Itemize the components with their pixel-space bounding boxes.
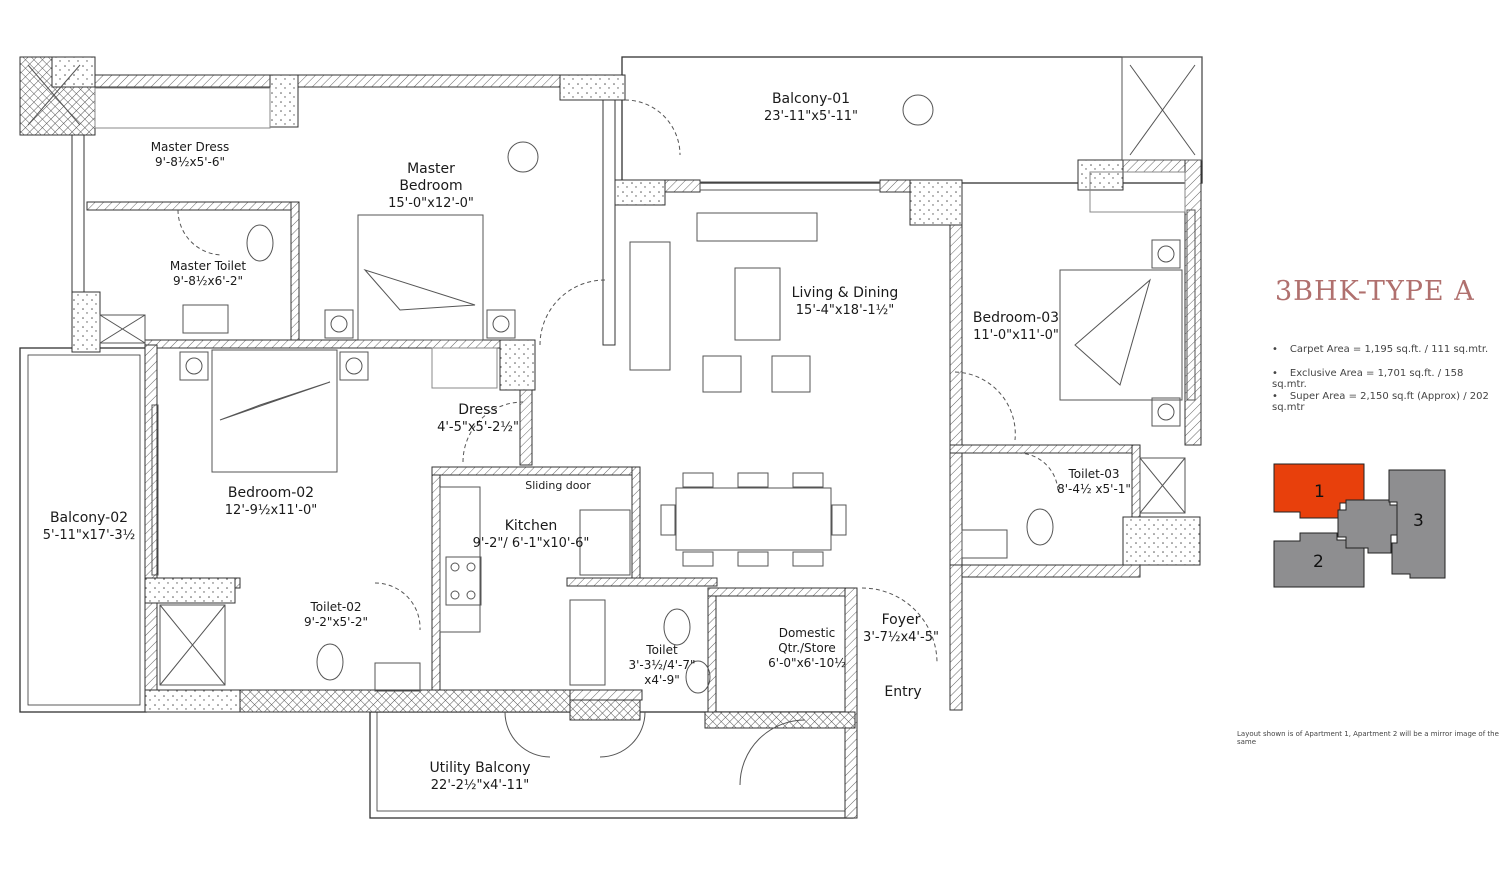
label-utility-balcony: Utility Balcony 22'-2½"x4'-11" (429, 760, 530, 794)
room-dim: 5'-11"x17'-3½ (42, 528, 136, 543)
room-name: Utility Balcony (429, 760, 531, 776)
room-dim: 9'-2"/ 6'-1"x10'-6" (472, 536, 590, 551)
key-plan-label-3: 3 (1413, 511, 1424, 531)
layout-note: Layout shown is of Apartment 1, Apartmen… (1237, 730, 1499, 746)
room-name: Toilet-02 (310, 600, 362, 614)
room-dim: x4'-9" (644, 673, 680, 687)
label-balcony-01: Balcony-01 23'-11"x5'-11" (764, 91, 858, 125)
room-dim: 23'-11"x5'-11" (763, 109, 859, 124)
label-entry: Entry (884, 684, 921, 701)
room-name: Qtr./Store (778, 641, 836, 655)
room-name: Toilet-03 (1068, 467, 1120, 481)
room-name: Living & Dining (791, 285, 899, 301)
key-plan-unit-2 (1273, 532, 1365, 588)
entry-text: Entry (884, 684, 922, 700)
room-dim: 9'-8½x5'-6" (154, 155, 226, 169)
label-balcony-02: Balcony-02 5'-11"x17'-3½ (43, 510, 135, 544)
label-foyer: Foyer 3'-7½x4'-5" (863, 612, 939, 646)
room-name: Bedroom-02 (227, 485, 315, 501)
super-area: Super Area = 2,150 sq.ft (Approx) / 202 … (1272, 391, 1500, 415)
room-name: Master Dress (150, 140, 230, 154)
room-dim: 9'-2"x5'-2" (304, 615, 368, 629)
area-list: Carpet Area = 1,195 sq.ft. / 111 sq.mtr.… (1272, 344, 1500, 415)
room-dim: 9'-8½x6'-2" (172, 274, 244, 288)
room-name: Foyer (881, 612, 921, 628)
carpet-area: Carpet Area = 1,195 sq.ft. / 111 sq.mtr. (1272, 344, 1500, 368)
room-dim: 3'-3½/4'-7" (628, 658, 696, 672)
label-living-dining: Living & Dining 15'-4"x18'-1½" (792, 285, 899, 319)
room-name: Domestic (778, 626, 836, 640)
key-plan-label-1: 1 (1314, 482, 1325, 502)
key-plan (1273, 463, 1446, 588)
label-dress: Dress 4'-5"x5'-2½" (437, 402, 519, 436)
room-name: Toilet (646, 643, 678, 657)
master-bed (357, 214, 484, 341)
room-name: Master (407, 161, 455, 177)
exclusive-area: Exclusive Area = 1,701 sq.ft. / 158 sq.m… (1272, 368, 1500, 392)
room-dim: 15'-0"x12'-0" (388, 196, 474, 211)
room-dim: 15'-4"x18'-1½" (795, 303, 895, 318)
room-dim: 6'-0"x6'-10½ (768, 656, 846, 670)
label-kitchen: Kitchen 9'-2"/ 6'-1"x10'-6" (473, 518, 590, 552)
room-name: Bedroom-03 (972, 310, 1060, 326)
label-sliding-door: Sliding door (525, 478, 591, 493)
key-plan-unit-3 (1388, 469, 1446, 579)
room-dim: 3'-7½x4'-5" (863, 630, 939, 645)
room-name: Balcony-01 (771, 91, 851, 107)
label-bedroom-03: Bedroom-03 11'-0"x11'-0" (973, 310, 1059, 344)
room-dim: 11'-0"x11'-0" (973, 328, 1059, 343)
room-name: Kitchen (504, 518, 558, 534)
room-dim: 8'-4½ x5'-1" (1057, 482, 1131, 496)
room-dim: 12'-9½x11'-0" (224, 503, 318, 518)
room-dim: 22'-2½"x4'-11" (430, 778, 530, 793)
room-name: Master Toilet (169, 259, 247, 273)
label-bedroom-02: Bedroom-02 12'-9½x11'-0" (225, 485, 317, 519)
dining-table (675, 487, 832, 551)
unit-type-title: 3BHK-TYPE A (1275, 276, 1475, 307)
room-name: Dress (458, 402, 498, 418)
key-plan-label-2: 2 (1313, 552, 1324, 572)
room-dim: 4'-5"x5'-2½" (437, 420, 519, 435)
room-name: Balcony-02 (49, 510, 129, 526)
sliding-door-text: Sliding door (525, 479, 591, 492)
room-name: Bedroom (399, 178, 463, 194)
